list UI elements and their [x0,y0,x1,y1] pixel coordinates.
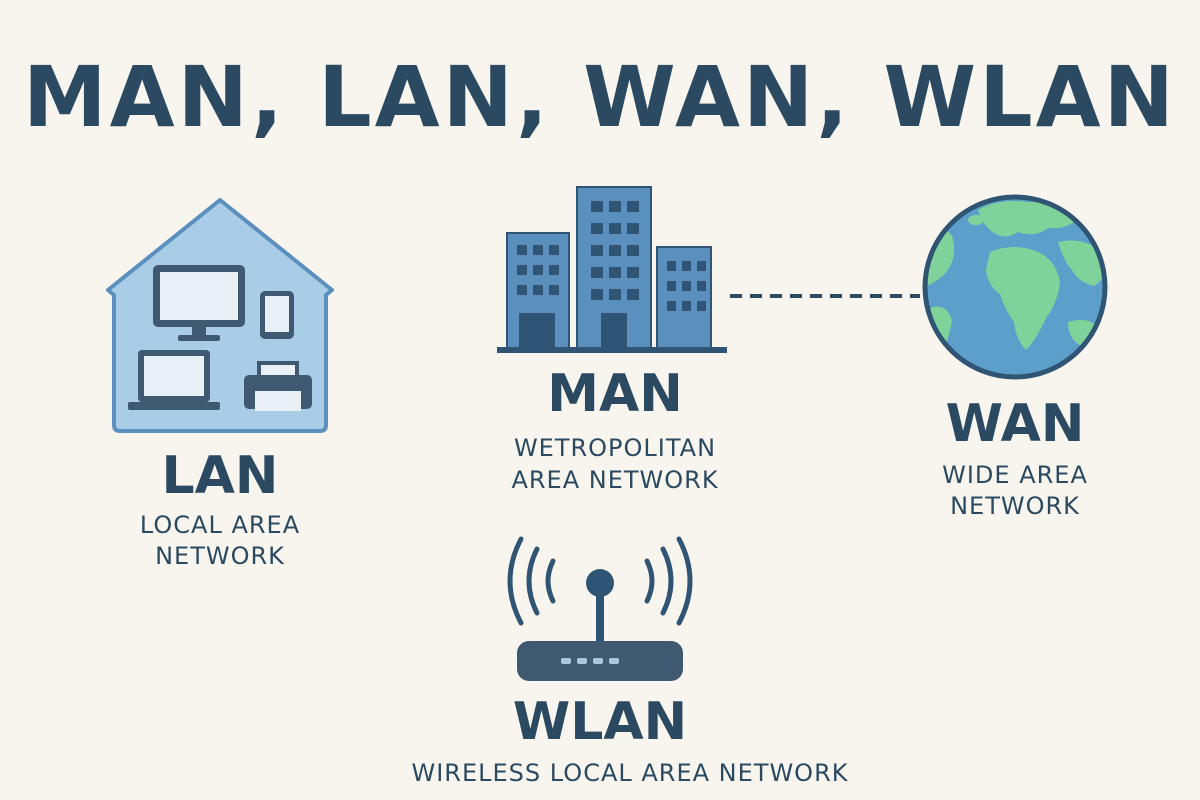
man-description: WETROPOLITAN AREA NETWORK [480,432,750,496]
tablet-icon [260,291,294,339]
laptop-icon [128,350,220,410]
lan-description-line1: LOCAL AREA [139,511,301,539]
lan-description: LOCAL AREA NETWORK [100,510,340,572]
wlan-label: WLAN [512,692,688,752]
wan-description-line1: WIDE AREA [942,461,1088,489]
man-wan-dashed-connection [730,294,920,298]
globe-icon [922,194,1108,380]
wan-description-line2: NETWORK [950,492,1080,520]
wan-description: WIDE AREA NETWORK [900,460,1130,522]
city-buildings-icon [497,186,727,353]
wireless-router-icon [507,536,693,681]
page-title: MAN, LAN, WAN, WLAN [23,48,1177,146]
man-description-line2: AREA NETWORK [511,466,719,494]
lan-description-line2: NETWORK [155,542,285,570]
house-with-devices-icon [106,198,334,433]
man-description-line1: WETROPOLITAN [513,434,717,462]
wan-label: WAN [945,394,1085,454]
lan-label: LAN [161,446,279,506]
monitor-icon [153,265,245,341]
printer-icon [244,361,312,411]
wlan-description: WIRELESS LOCAL AREA NETWORK [411,759,849,787]
man-label: MAN [547,364,683,424]
